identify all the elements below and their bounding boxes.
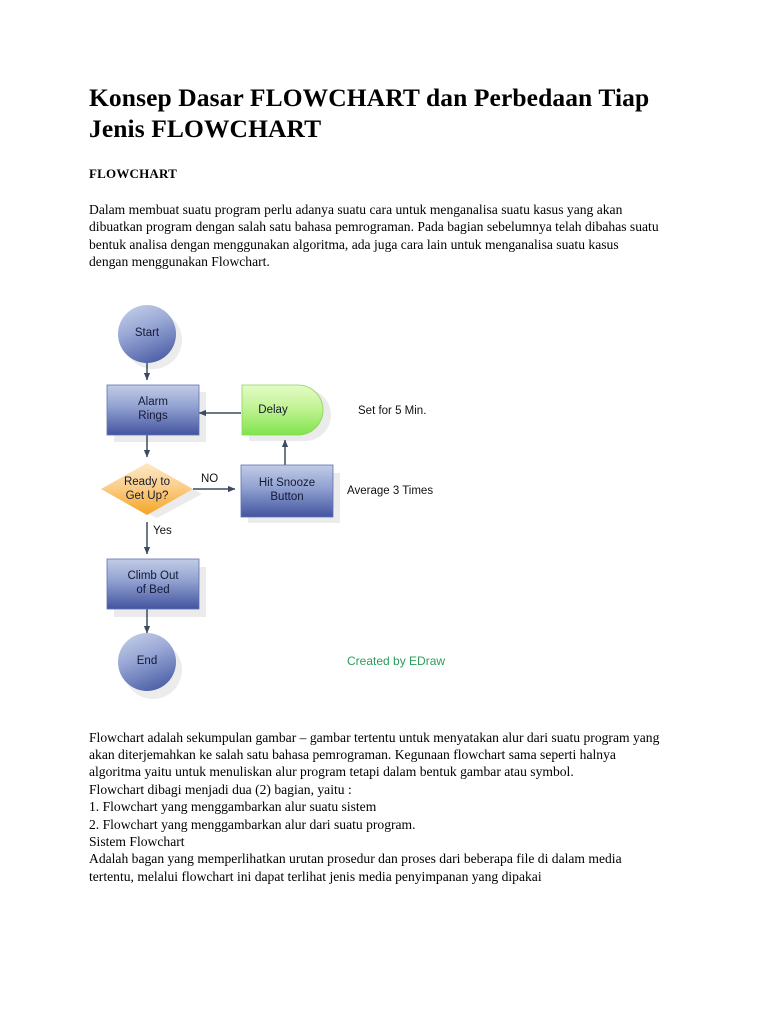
paragraph-2: Flowchart adalah sekumpulan gambar – gam… bbox=[89, 729, 660, 780]
node-delay-shape bbox=[241, 384, 324, 436]
flow-connectors bbox=[143, 362, 289, 634]
node-climb-out-shape bbox=[106, 558, 200, 610]
node-alarm-rings-shape bbox=[106, 384, 200, 436]
intro-paragraph: Dalam membuat suatu program perlu adanya… bbox=[89, 202, 659, 270]
edraw-credit-label: Created by EDraw bbox=[347, 653, 446, 668]
paragraph-4-body: Adalah bagan yang memperlihatkan urutan … bbox=[89, 851, 622, 884]
annotation-snooze-note: Average 3 Times bbox=[347, 484, 434, 497]
document-body: Konsep Dasar FLOWCHART dan Perbedaan Tia… bbox=[89, 82, 661, 885]
edge-label-yes: Yes bbox=[153, 524, 172, 537]
flowchart-canvas bbox=[101, 304, 340, 699]
paragraph-3-item-2: 2. Flowchart yang menggambarkan alur dar… bbox=[89, 816, 416, 832]
node-end-shape bbox=[118, 632, 176, 691]
section-subtitle: FLOWCHART bbox=[89, 166, 178, 181]
node-start-shape bbox=[118, 304, 176, 363]
node-hit-snooze-shape bbox=[240, 464, 334, 518]
annotation-delay-note: Set for 5 Min. bbox=[358, 404, 427, 417]
flowchart-diagram: Start Alarm Rings Delay Ready to Get Up?… bbox=[89, 293, 661, 711]
edge-label-no: NO bbox=[201, 472, 219, 485]
node-decision-shape bbox=[101, 462, 193, 515]
paragraph-3-item-1: 1. Flowchart yang menggambarkan alur sua… bbox=[89, 799, 377, 815]
paragraph-4-heading: Sistem Flowchart bbox=[89, 834, 185, 850]
paragraph-3-lead: Flowchart dibagi menjadi dua (2) bagian,… bbox=[89, 781, 352, 797]
page-title: Konsep Dasar FLOWCHART dan Perbedaan Tia… bbox=[89, 83, 650, 143]
